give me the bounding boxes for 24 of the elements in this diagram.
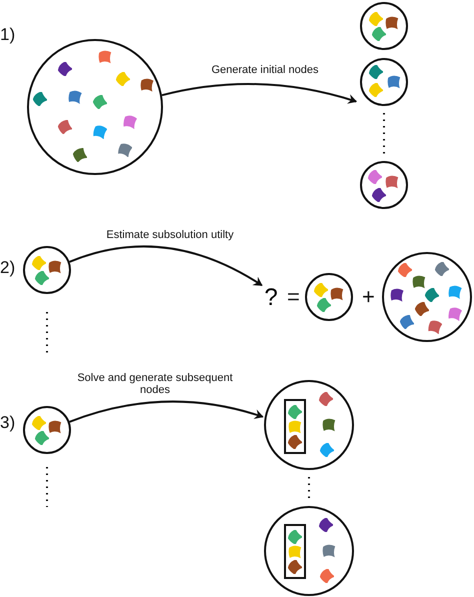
circle-node xyxy=(23,406,71,454)
curved-arrow xyxy=(69,400,264,423)
step-number: 2) xyxy=(0,258,16,278)
circle-node xyxy=(27,39,163,175)
circle-node xyxy=(382,252,472,342)
circle-node xyxy=(264,380,354,470)
group-box xyxy=(284,524,306,579)
circle-node xyxy=(264,506,354,596)
circle-node xyxy=(360,161,408,209)
circle-node xyxy=(23,246,71,294)
curved-arrow xyxy=(162,83,358,104)
question-mark: ? xyxy=(262,284,280,312)
edge-label: Estimate subsolution utilty xyxy=(105,229,235,241)
circle-node xyxy=(305,273,353,321)
group-box xyxy=(284,399,306,454)
operator-sign: + xyxy=(362,284,375,310)
step-number: 3) xyxy=(0,413,16,433)
circle-node xyxy=(360,2,408,50)
operator-sign: = xyxy=(287,284,300,310)
edge-label: Solve and generate subsequent nodes xyxy=(76,372,234,396)
edge-label: Generate initial nodes xyxy=(210,64,320,76)
curved-arrow xyxy=(69,246,263,286)
circle-node xyxy=(360,58,408,106)
step-number: 1) xyxy=(0,25,16,45)
